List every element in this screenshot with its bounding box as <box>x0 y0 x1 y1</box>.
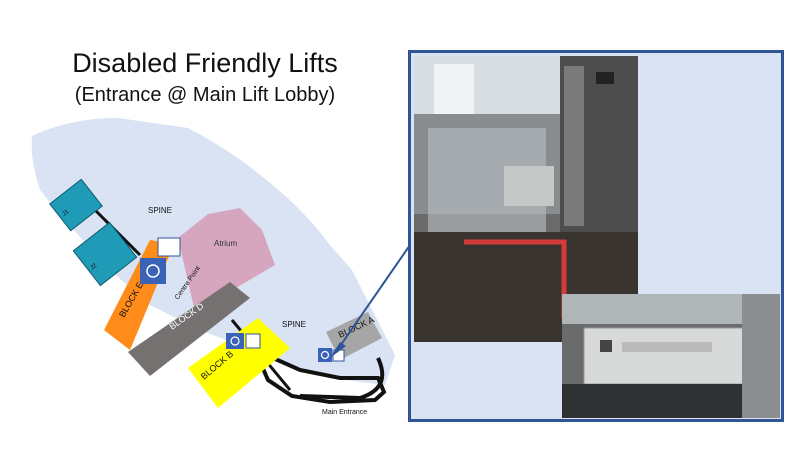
lift-marker-e <box>140 237 181 284</box>
block-j1-label: J1 <box>62 209 71 218</box>
arrow-icon <box>335 244 411 353</box>
page-title: Disabled Friendly Lifts <box>72 48 338 78</box>
lift-marker-b <box>226 333 261 349</box>
page-subtitle: (Entrance @ Main Lift Lobby) <box>74 84 336 106</box>
main-entrance-label: Main Entrance <box>322 409 367 416</box>
atrium-area <box>178 208 275 312</box>
block-j2-label: J2 <box>90 263 99 272</box>
block-b: BLOCK B <box>188 318 290 408</box>
road-curve <box>299 357 385 401</box>
spine-label-top: SPINE <box>148 206 172 215</box>
block-j1: J1 <box>49 178 103 232</box>
wheelchair-icon <box>320 350 330 360</box>
lift-control-panel-photo <box>562 294 780 418</box>
main-entrance-road <box>251 346 387 405</box>
spine-label-right: SPINE <box>282 320 306 329</box>
arrow-head <box>330 342 346 358</box>
block-j2: J2 <box>72 221 138 287</box>
atrium-label: Atrium <box>214 239 237 248</box>
wheelchair-icon <box>230 336 240 346</box>
wheelchair-icon <box>146 264 160 278</box>
